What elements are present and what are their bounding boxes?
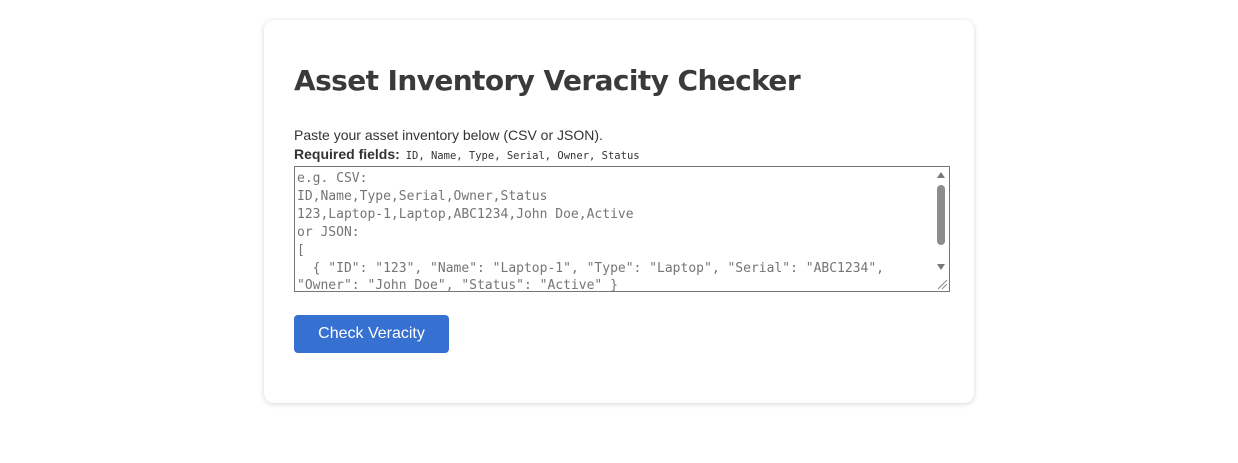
- scroll-up-arrow-icon[interactable]: [937, 172, 945, 178]
- check-veracity-button[interactable]: Check Veracity: [294, 315, 449, 353]
- required-fields-label: Required fields:: [294, 146, 400, 162]
- scrollbar-thumb[interactable]: [937, 185, 945, 245]
- resize-grip-icon[interactable]: [935, 277, 949, 291]
- required-fields-list: ID, Name, Type, Serial, Owner, Status: [405, 150, 640, 162]
- inventory-input-wrapper: [294, 166, 950, 292]
- intro-text: Paste your asset inventory below (CSV or…: [294, 127, 603, 143]
- scroll-down-arrow-icon[interactable]: [937, 264, 945, 270]
- inventory-input[interactable]: [295, 167, 935, 291]
- page-title: Asset Inventory Veracity Checker: [294, 64, 801, 97]
- required-fields-note: Required fields: ID, Name, Type, Serial,…: [294, 146, 640, 162]
- checker-card: Asset Inventory Veracity Checker Paste y…: [264, 20, 974, 403]
- textarea-scrollbar[interactable]: [934, 167, 949, 277]
